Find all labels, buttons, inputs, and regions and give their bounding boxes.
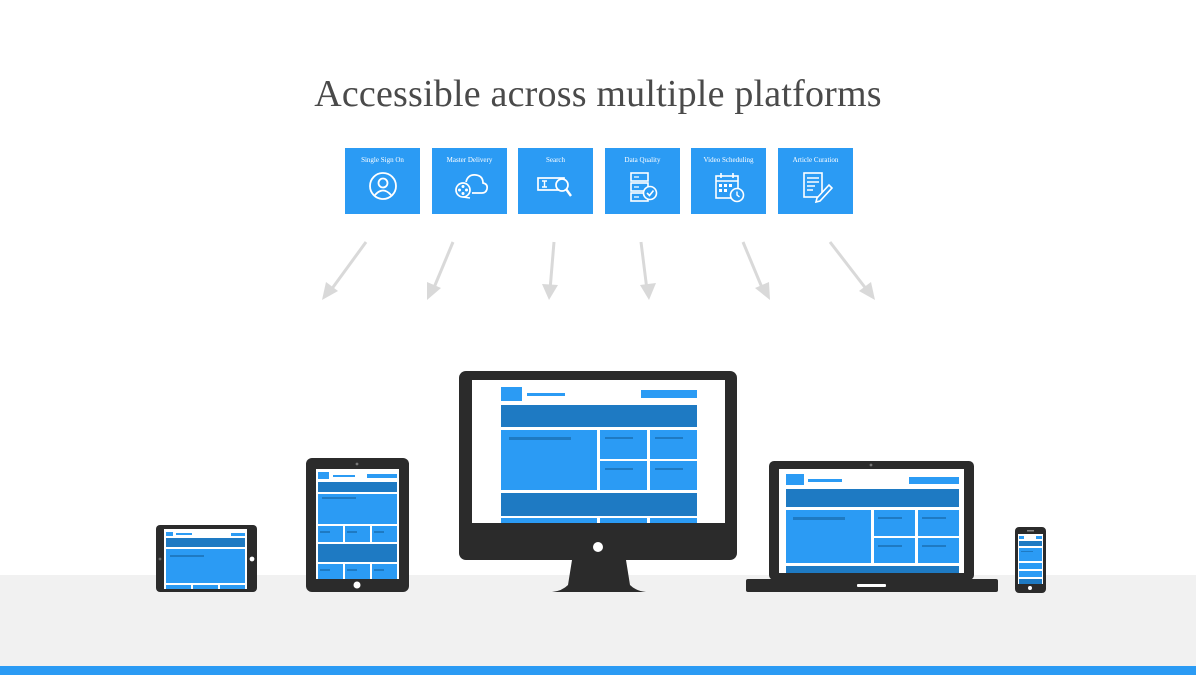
feature-label: Data Quality xyxy=(624,156,661,164)
feature-tile-article-curation[interactable]: Article Curation xyxy=(778,148,853,214)
tablet-device xyxy=(306,458,409,592)
smartphone-device xyxy=(1015,527,1046,593)
arrow-icon xyxy=(322,241,368,300)
arrow-group xyxy=(322,241,875,300)
feature-tile-search[interactable]: Search xyxy=(518,148,593,214)
bottom-accent-bar xyxy=(0,666,1196,675)
feature-tile-video-scheduling[interactable]: Video Scheduling xyxy=(691,148,766,214)
feature-tile-single-sign-on[interactable]: Single Sign On xyxy=(345,148,420,214)
arrow-icon xyxy=(639,241,656,300)
server-check-icon xyxy=(629,172,657,202)
arrow-icon xyxy=(427,241,455,300)
feature-label: Video Scheduling xyxy=(703,156,754,164)
desktop-monitor-device xyxy=(459,371,737,592)
feature-tile-master-delivery[interactable]: Master Delivery xyxy=(432,148,507,214)
feature-label: Single Sign On xyxy=(361,156,404,164)
arrow-icon xyxy=(542,241,558,300)
arrow-icon xyxy=(828,241,875,300)
calendar-clock-icon xyxy=(714,173,744,203)
feature-label: Search xyxy=(545,156,566,164)
feature-label: Article Curation xyxy=(792,156,839,164)
search-icon xyxy=(536,177,572,197)
user-icon xyxy=(368,172,397,200)
arrow-icon xyxy=(741,241,770,300)
page-title: Accessible across multiple platforms xyxy=(314,73,882,115)
devices-illustration xyxy=(156,371,1046,593)
small-tablet-device xyxy=(156,525,257,592)
film-cloud-icon xyxy=(454,174,488,199)
laptop-device xyxy=(746,461,998,592)
document-pen-icon xyxy=(802,172,833,203)
feature-label: Master Delivery xyxy=(446,156,493,164)
feature-tile-data-quality[interactable]: Data Quality xyxy=(605,148,680,214)
